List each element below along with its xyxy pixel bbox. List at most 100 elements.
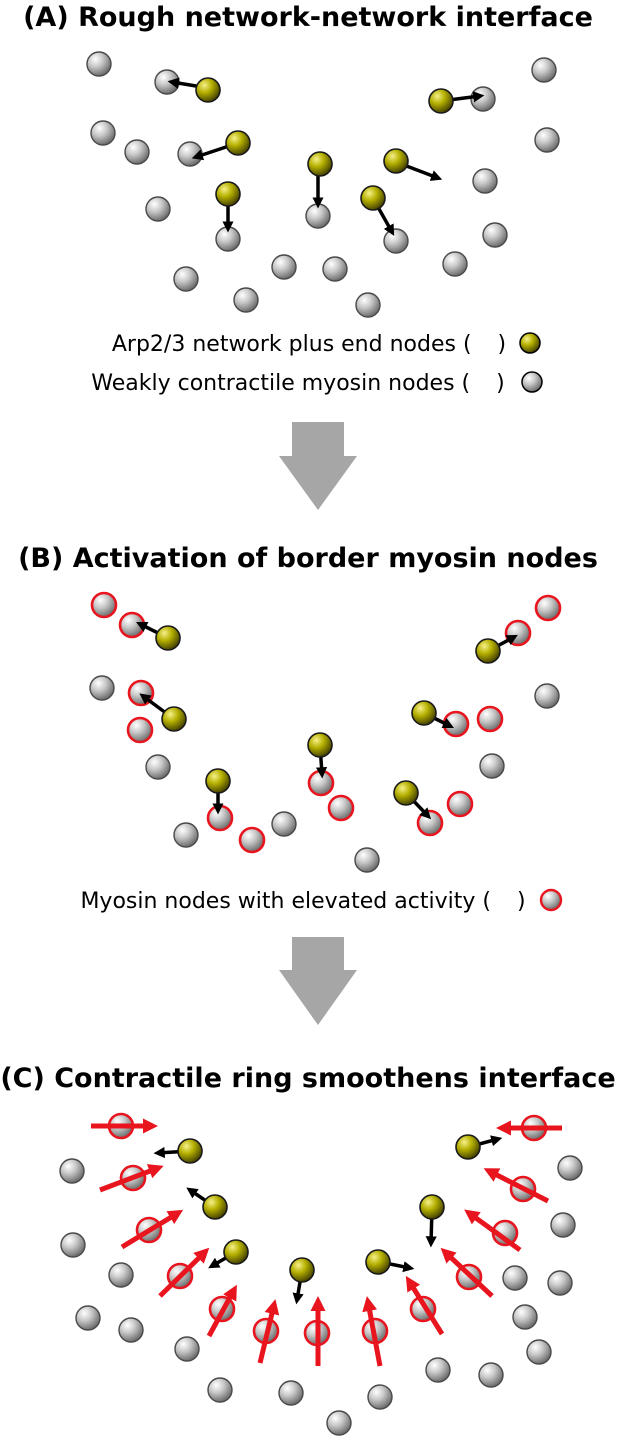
gray-sphere-icon	[354, 847, 380, 873]
yellow-sphere-icon	[383, 148, 409, 174]
panel-b-legend-active: Myosin nodes with elevated activity ()	[80, 889, 525, 914]
red-ringed-sphere-icon	[534, 594, 562, 622]
gray-sphere-icon	[86, 51, 112, 77]
gray-sphere-icon	[442, 251, 468, 277]
yellow-sphere-icon	[307, 732, 333, 758]
gray-sphere-icon	[75, 1305, 101, 1331]
gray-sphere-icon	[173, 266, 199, 292]
panel-b-diagram	[89, 591, 562, 873]
contraction-arrow	[99, 1164, 164, 1193]
gray-sphere-icon	[233, 287, 259, 313]
yellow-sphere-icon	[360, 185, 386, 211]
yellow-sphere-icon	[455, 1134, 481, 1160]
gray-sphere-icon	[177, 141, 203, 167]
gray-sphere-icon	[89, 675, 115, 701]
gray-sphere-icon	[124, 139, 150, 165]
gray-sphere-icon	[326, 1410, 352, 1436]
yellow-sphere-icon	[411, 700, 437, 726]
gray-sphere-icon	[174, 1336, 200, 1362]
panel-c-title: (C) Contractile ring smoothens interface	[0, 1063, 615, 1094]
legend-active-prefix: Myosin nodes with elevated activity (	[80, 889, 490, 914]
gray-sphere-icon	[383, 228, 409, 254]
gray-sphere-icon	[278, 1380, 304, 1406]
gray-sphere-icon	[355, 292, 381, 318]
gray-sphere-icon	[482, 222, 508, 248]
gray-sphere-icon	[526, 1339, 552, 1365]
red-ringed-sphere-icon	[307, 769, 335, 797]
yellow-sphere-icon	[225, 130, 251, 156]
legend-arp-prefix: Arp2/3 network plus end nodes (	[112, 332, 472, 357]
yellow-sphere-icon	[155, 625, 181, 651]
yellow-sphere-icon	[428, 88, 454, 114]
gray-sphere-icon	[305, 203, 331, 229]
panel-a-legend-arp: Arp2/3 network plus end nodes ()	[112, 332, 506, 357]
gray-sphere-icon	[60, 1232, 86, 1258]
panel-a-title: (A) Rough network-network interface	[23, 2, 593, 33]
legend-gray-sphere-icon	[521, 371, 543, 393]
gray-sphere-icon	[215, 226, 241, 252]
red-ringed-sphere-icon	[476, 705, 504, 733]
gray-sphere-icon	[479, 753, 505, 779]
contraction-arrow	[257, 1299, 280, 1364]
legend-active-suffix: )	[517, 889, 526, 914]
gray-sphere-icon	[425, 1357, 451, 1383]
gray-sphere-icon	[118, 1317, 144, 1343]
gray-sphere-icon	[271, 254, 297, 280]
red-ringed-sphere-icon	[446, 790, 474, 818]
legend-yellow-sphere-icon	[519, 332, 541, 354]
panel-a-diagram	[86, 51, 560, 318]
contraction-arrow	[440, 1247, 494, 1298]
contraction-arrow	[120, 1209, 184, 1250]
red-ringed-sphere-icon	[327, 794, 355, 822]
yellow-sphere-icon	[289, 1257, 315, 1283]
red-ringed-sphere-icon	[504, 619, 532, 647]
gray-sphere-icon	[547, 1270, 573, 1296]
legend-myosin-prefix: Weakly contractile myosin nodes (	[91, 371, 470, 396]
yellow-sphere-icon	[223, 1239, 249, 1265]
gray-sphere-icon	[557, 1155, 583, 1181]
yellow-sphere-icon	[419, 1194, 445, 1220]
red-ringed-sphere-icon	[206, 804, 234, 832]
red-ringed-sphere-icon	[416, 809, 444, 837]
gray-sphere-icon	[531, 57, 557, 83]
legend-arp-suffix: )	[498, 332, 507, 357]
gray-sphere-icon	[534, 127, 560, 153]
gray-sphere-icon	[108, 1262, 134, 1288]
gray-sphere-icon	[173, 822, 199, 848]
gray-sphere-icon	[512, 1304, 538, 1330]
contraction-arrow	[158, 1247, 210, 1298]
red-ringed-sphere-icon	[90, 591, 118, 619]
transition-1-down-arrow-icon	[279, 422, 357, 510]
contraction-arrow	[464, 1209, 522, 1253]
yellow-sphere-icon	[365, 1249, 391, 1275]
gray-sphere-icon	[470, 86, 496, 112]
yellow-sphere-icon	[215, 181, 241, 207]
gray-sphere-icon	[271, 811, 297, 837]
yellow-sphere-icon	[205, 768, 231, 794]
gray-sphere-icon	[322, 256, 348, 282]
yellow-sphere-icon	[161, 706, 187, 732]
yellow-sphere-icon	[307, 151, 333, 177]
gray-sphere-icon	[550, 1212, 576, 1238]
legend-red-ringed-sphere-icon	[539, 888, 563, 912]
yellow-sphere-icon	[393, 780, 419, 806]
legend-myosin-suffix: )	[496, 371, 505, 396]
contraction-arrow	[483, 1168, 550, 1204]
gray-sphere-icon	[367, 1384, 393, 1410]
yellow-sphere-icon	[202, 1194, 228, 1220]
gray-sphere-icon	[145, 196, 171, 222]
gray-sphere-icon	[502, 1265, 528, 1291]
red-ringed-sphere-icon	[126, 716, 154, 744]
gray-sphere-icon	[145, 754, 171, 780]
contraction-arrow	[405, 1275, 445, 1336]
yellow-sphere-icon	[177, 1138, 203, 1164]
yellow-sphere-icon	[475, 638, 501, 664]
panel-a-legend-myosin: Weakly contractile myosin nodes ()	[91, 371, 504, 396]
gray-sphere-icon	[534, 683, 560, 709]
red-ringed-sphere-icon	[238, 826, 266, 854]
gray-sphere-icon	[207, 1377, 233, 1403]
yellow-sphere-icon	[195, 77, 221, 103]
gray-sphere-icon	[478, 1362, 504, 1388]
panel-c-diagram	[59, 1112, 583, 1436]
